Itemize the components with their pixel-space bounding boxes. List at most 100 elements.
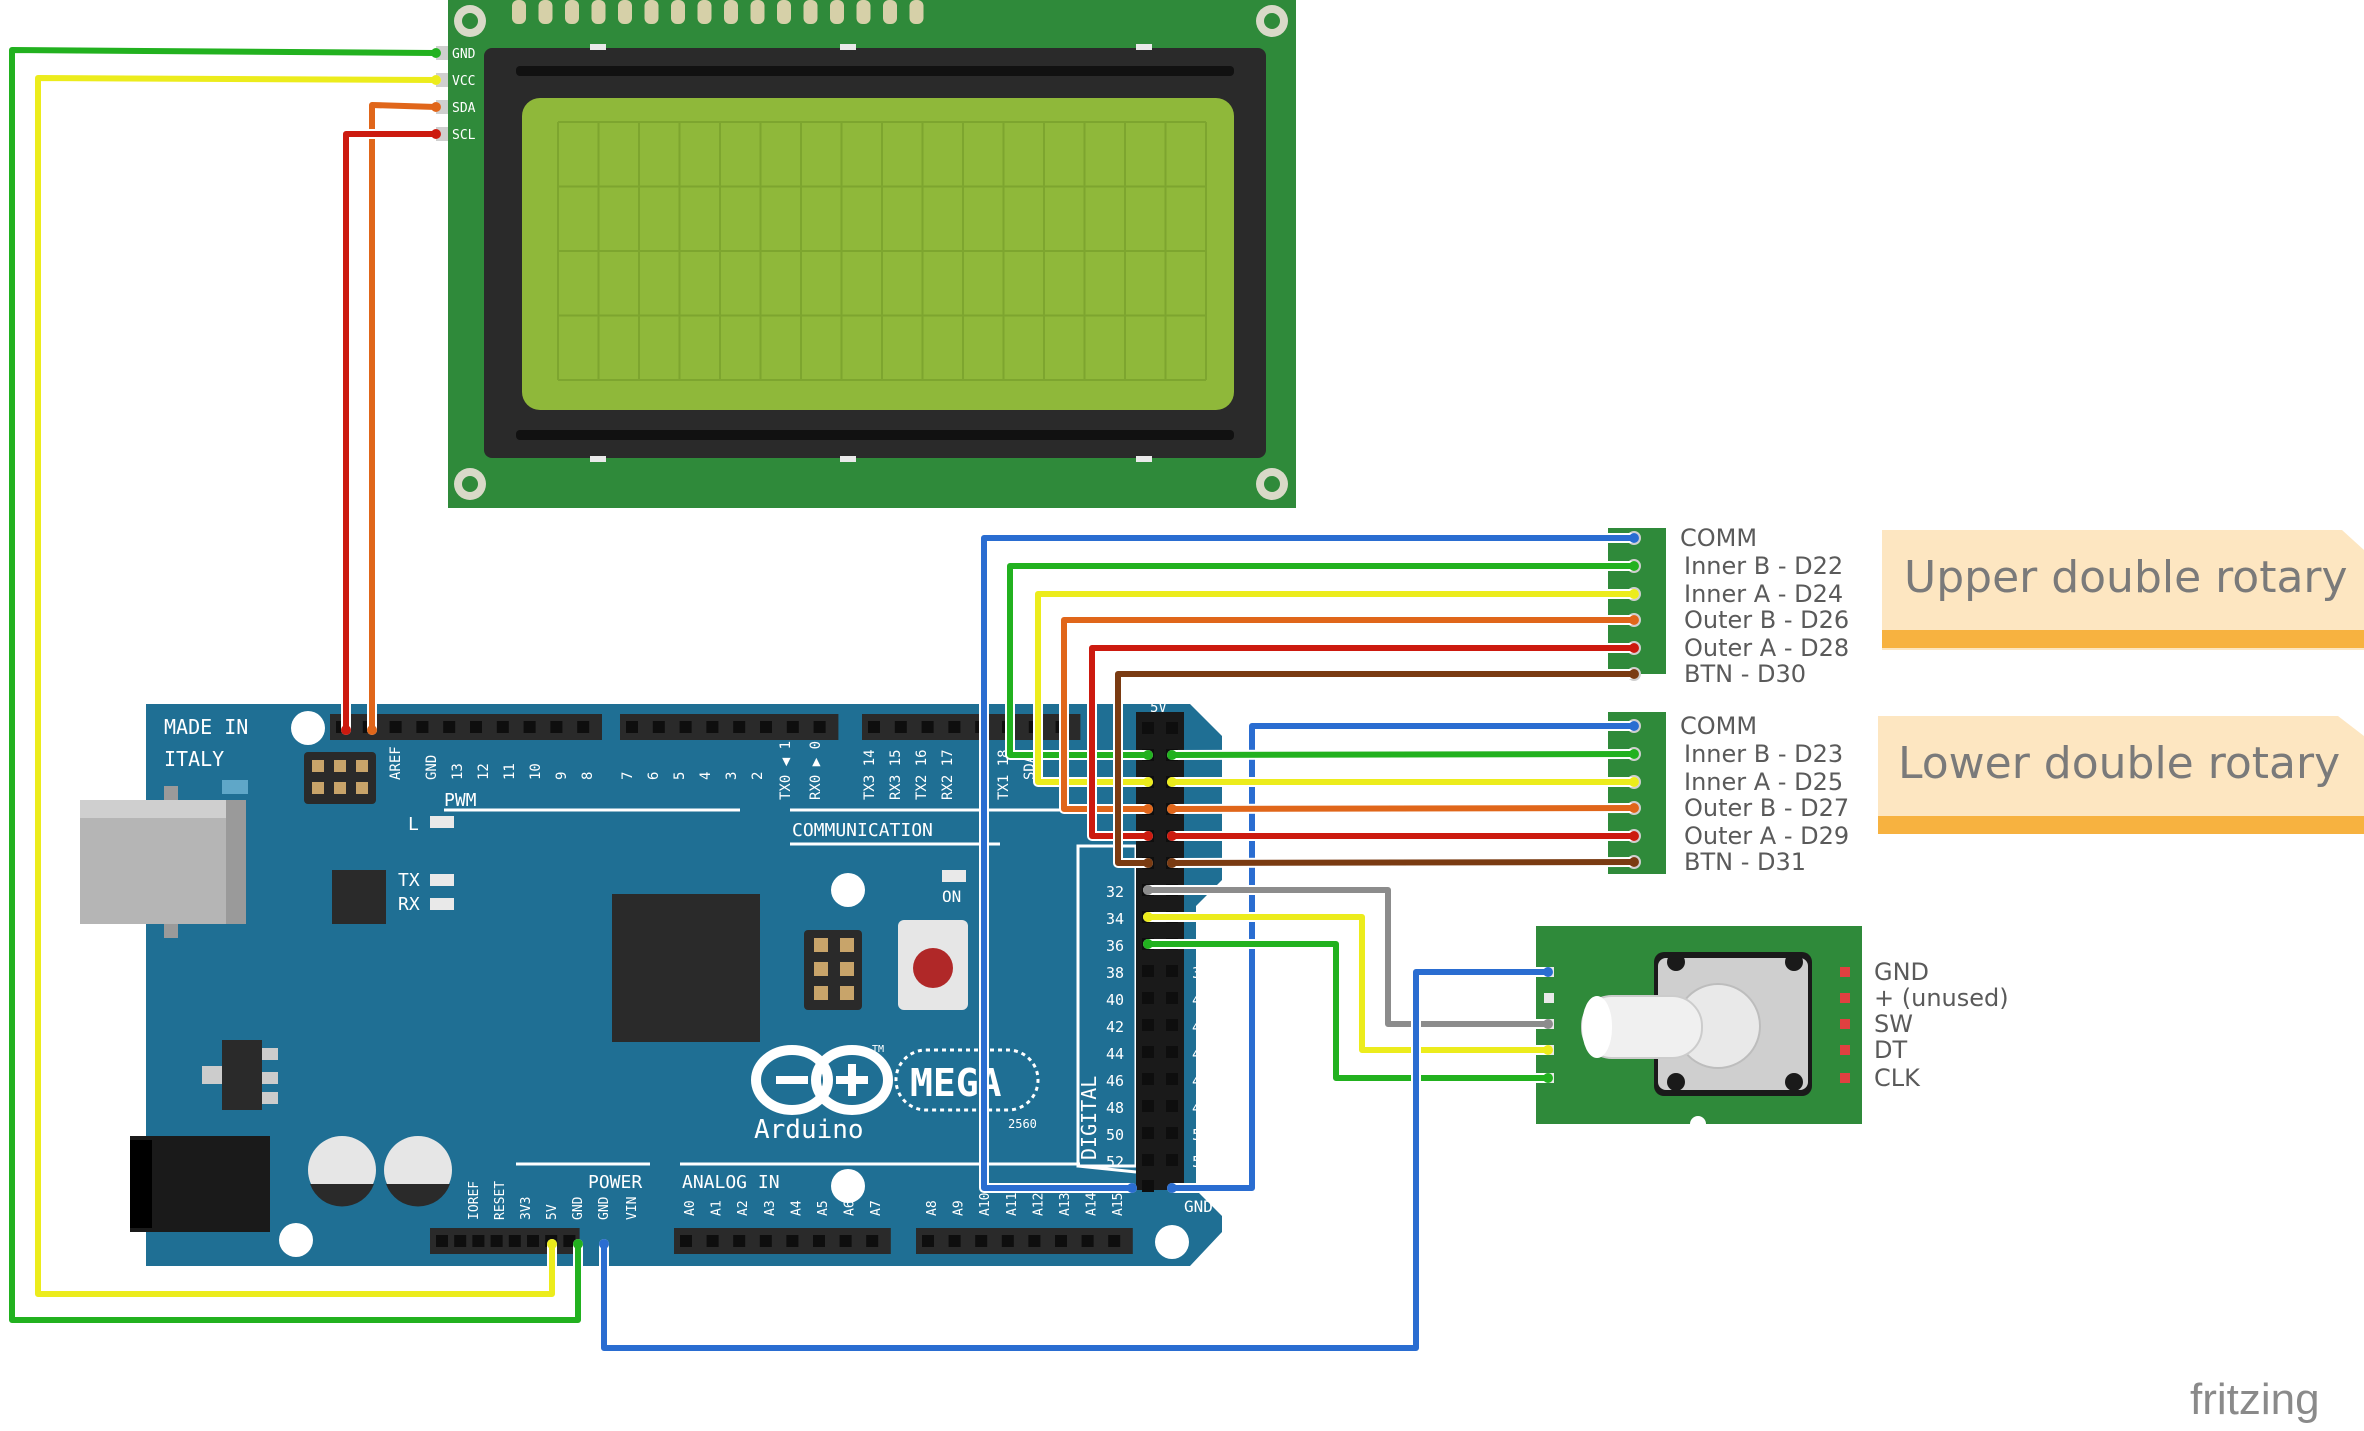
header-pin-number: 50 [1106,1126,1124,1144]
header-socket [1166,1154,1178,1166]
header-socket [680,1235,692,1247]
upper-connector-label: Inner B - D22 [1684,552,1843,580]
lcd-top-pad [591,0,606,24]
analog-pin-label: A13 [1058,1193,1073,1216]
lcd-top-pad [909,0,924,24]
icsp-pin [334,760,346,772]
lcd-screen [522,98,1234,410]
header-socket [921,721,934,733]
communication-label: COMMUNICATION [792,820,933,841]
lcd-sda-wire [369,102,439,733]
digital-pin-label: 12 [476,763,492,780]
header-socket [1142,1019,1154,1031]
lower-connector-label: COMM [1680,712,1757,740]
lcd-top-pad [671,0,685,24]
header-socket [866,1235,879,1247]
header-socket [389,721,402,733]
header-socket [1142,1127,1154,1139]
led-tx-label: TX [398,870,420,891]
header-socket [1108,1235,1121,1247]
header-socket [508,1235,521,1247]
header-socket [443,721,456,733]
lcd-top-pad [512,0,526,24]
encoder-pad [1840,1073,1850,1083]
header-socket [975,1235,988,1247]
digital-pin-label: 8 [580,772,596,780]
header-socket [948,721,961,733]
analog-pin-label: A14 [1085,1192,1100,1216]
analog-pin-label: A0 [683,1200,698,1216]
led-rx-label: RX [398,894,420,915]
header-14-21 [862,714,1081,740]
lcd-top-header [510,0,935,22]
encoder-pad [1840,1045,1850,1055]
analog-pin-label: A11 [1005,1193,1020,1216]
upper-connector-label: Inner A - D24 [1684,580,1843,608]
usb-chip [332,870,386,924]
lcd-vcc-wire [35,75,555,1297]
header-socket [472,1235,485,1247]
analog-pin-label: A9 [952,1200,967,1216]
power-pin-label: VIN [625,1197,640,1220]
lcd-sda-wire-outline [367,100,441,735]
lower-connector-label: Inner A - D25 [1684,768,1843,796]
icsp-header-top [304,752,376,804]
digital-label: DIGITAL [1077,1076,1101,1160]
capacitor [384,1136,452,1207]
icsp-pin [356,760,368,772]
header-pin-number: 46 [1106,1072,1124,1090]
digital-pin-label: GND [424,755,440,780]
header-socket [733,1235,746,1247]
lower-outer-b-wire [1169,805,1637,812]
led-l-label: L [408,814,419,835]
icsp-pin [312,760,324,772]
capacitor [308,1136,376,1207]
header-pin-number: 38 [1106,964,1124,982]
digital-pin-label: 2 [750,772,766,780]
header-socket [416,721,429,733]
power-label: POWER [588,1172,642,1193]
encoder-pin-label: GND [1874,958,1929,986]
lcd-top-pad [644,0,659,24]
digital-pin-label: AREF [388,746,404,780]
upper-note: Upper double rotary [1882,530,2364,650]
header-pin-number: 47 [1192,1072,1210,1090]
lcd-top-pad [724,0,738,24]
lcd-top-pad [750,0,765,24]
tm-mark: TM [872,1044,884,1055]
icsp-pin [840,962,854,976]
lcd-top-pad [618,0,632,24]
lcd-top-pad [538,0,553,24]
header-socket [1142,722,1154,734]
lcd-pin-label: SCL [452,128,476,143]
header-socket [563,1235,576,1247]
lower-rotary-connector [1608,712,1666,874]
lcd-top-pad [565,0,579,24]
lcd-top-pad [830,0,844,24]
analog-pin-label: A10 [978,1193,993,1216]
lcd-top-pad [777,0,791,24]
lower-connector-label: Inner B - D23 [1684,740,1843,768]
header-socket [1142,1046,1154,1058]
upper-outer-b-wire [1061,617,1637,812]
lcd-pin-label: VCC [452,74,475,89]
encoder-pin-label: DT [1874,1036,1907,1064]
header-socket [813,721,826,733]
header-pin-number: 41 [1192,991,1210,1009]
header-socket [1001,1235,1014,1247]
lcd-top-pad [803,0,818,24]
header-socket [813,1235,825,1247]
icsp-pin [814,962,828,976]
arduino-mount-hole [279,1223,313,1257]
encoder-gnd-wire [601,969,1551,1351]
header-socket [1142,965,1154,977]
lower-inner-b-wire [1169,751,1637,758]
encoder-sw-wire [1145,887,1551,1027]
lcd-gnd-wire [9,47,581,1323]
header-socket [786,721,799,733]
power-analog-headers [430,1228,1133,1254]
header-socket [436,1235,448,1247]
analog-pin-label: A12 [1031,1193,1046,1216]
header-socket [1166,992,1178,1004]
